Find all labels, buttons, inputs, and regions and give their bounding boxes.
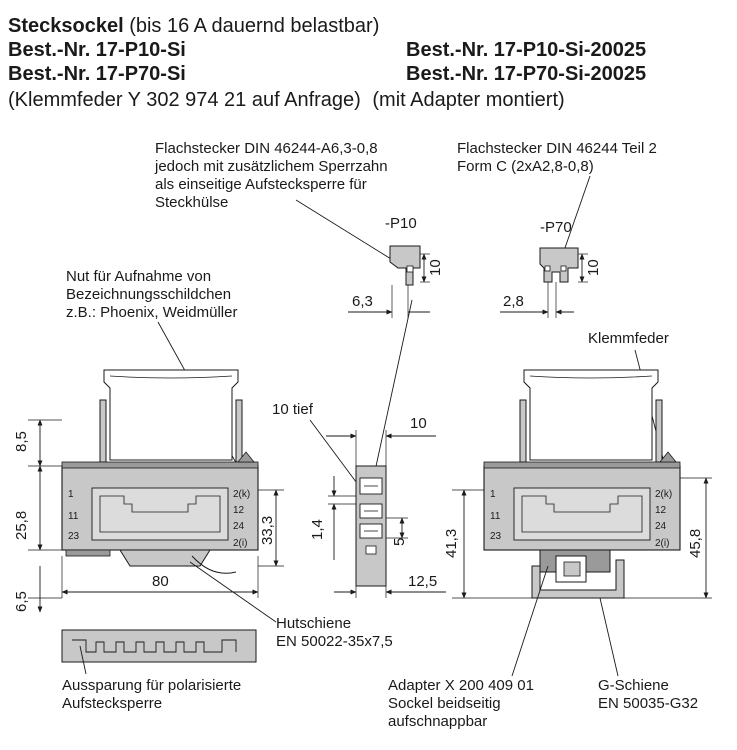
order-row-2: Best.-Nr. 17-P70-Si Best.-Nr. 17-P70-Si-… bbox=[8, 62, 646, 86]
dim-41-3: 41,3 bbox=[443, 529, 460, 558]
pin-p10-label: -P10 bbox=[385, 215, 417, 232]
dim-p70-width: 2,8 bbox=[503, 293, 524, 310]
callout-hat-rail: Hutschiene EN 50022-35x7,5 bbox=[276, 615, 393, 650]
dim-lines-left bbox=[28, 419, 284, 613]
header-note: (Klemmfeder Y 302 974 21 auf Anfrage) (m… bbox=[8, 88, 565, 112]
svg-text:Sockel beidseitig: Sockel beidseitig bbox=[388, 695, 501, 712]
dim-6-5: 6,5 bbox=[13, 591, 30, 612]
terminal-label: 1 bbox=[490, 489, 496, 500]
terminal-label: 11 bbox=[490, 511, 501, 522]
callout-slot: Nut für Aufnahme von Bezeichnungsschildc… bbox=[66, 268, 237, 321]
svg-text:Steckhülse: Steckhülse bbox=[155, 194, 228, 211]
order-number: Best.-Nr. 17-P70-Si-20025 bbox=[406, 63, 647, 85]
callout-adapter: Adapter X 200 409 01 Sockel beidseitig a… bbox=[388, 677, 534, 730]
terminal-label: 2(i) bbox=[233, 538, 247, 549]
terminal-label: 2(k) bbox=[655, 489, 672, 500]
dim-33-3: 33,3 bbox=[259, 516, 276, 545]
terminal-label: 2(i) bbox=[655, 538, 669, 549]
note-right: (mit Adapter montiert) bbox=[372, 89, 565, 111]
svg-text:als einseitige Aufstecksperre: als einseitige Aufstecksperre für bbox=[155, 176, 367, 193]
dim-p10-width: 6,3 bbox=[352, 293, 373, 310]
dim-8-5: 8,5 bbox=[13, 431, 30, 452]
order-number: Best.-Nr. 17-P70-Si bbox=[8, 63, 186, 85]
svg-text:EN 50022-35x7,5: EN 50022-35x7,5 bbox=[276, 633, 393, 650]
dim-5: 5 bbox=[391, 538, 408, 546]
callout-flat-p70: Flachstecker DIN 46244 Teil 2 Form C (2x… bbox=[457, 140, 657, 175]
svg-text:Bezeichnungsschildchen: Bezeichnungsschildchen bbox=[66, 286, 231, 303]
svg-text:Aussparung für polarisierte: Aussparung für polarisierte bbox=[62, 677, 241, 694]
callout-clamp-spring: Klemmfeder bbox=[588, 330, 669, 347]
title-bold: Stecksockel bbox=[8, 15, 124, 37]
dim-lines-right bbox=[452, 477, 712, 599]
pin-p70-label: -P70 bbox=[540, 219, 572, 236]
dim-10: 10 bbox=[410, 415, 427, 432]
callout-flat-p10: Flachstecker DIN 46244-A6,3-0,8 jedoch m… bbox=[154, 140, 388, 211]
svg-text:Flachstecker DIN 46244 Teil 2: Flachstecker DIN 46244 Teil 2 bbox=[457, 140, 657, 157]
svg-text:Nut für Aufnahme von: Nut für Aufnahme von bbox=[66, 268, 211, 285]
cutout-strip bbox=[61, 629, 257, 663]
socket-left: 1 11 23 2(k) 12 24 2(i) bbox=[61, 369, 259, 574]
svg-text:z.B.: Phoenix, Weidmüller: z.B.: Phoenix, Weidmüller bbox=[66, 304, 237, 321]
dim-lines-center bbox=[326, 430, 446, 598]
header-title: Stecksockel (bis 16 A dauernd belastbar) bbox=[8, 14, 379, 38]
dim-45-8: 45,8 bbox=[687, 529, 704, 558]
order-number: Best.-Nr. 17-P10-Si bbox=[8, 39, 186, 61]
dim-p10-height: 10 bbox=[427, 259, 444, 276]
socket-right: 1 11 23 2(k) 12 24 2(i) bbox=[483, 369, 681, 599]
dim-12-5: 12,5 bbox=[408, 573, 437, 590]
leader-line bbox=[511, 565, 549, 677]
terminal-label: 23 bbox=[68, 531, 80, 542]
terminal-label: 24 bbox=[655, 521, 667, 532]
svg-text:Aufstecksperre: Aufstecksperre bbox=[62, 695, 162, 712]
terminal-label: 11 bbox=[68, 511, 79, 522]
terminal-label: 23 bbox=[490, 531, 502, 542]
svg-text:jedoch mit zusätzlichem Sperrz: jedoch mit zusätzlichem Sperrzahn bbox=[154, 158, 388, 175]
svg-text:Hutschiene: Hutschiene bbox=[276, 615, 351, 632]
svg-text:Adapter X 200 409 01: Adapter X 200 409 01 bbox=[388, 677, 534, 694]
terminal-label: 2(k) bbox=[233, 489, 250, 500]
dim-p70-height: 10 bbox=[585, 259, 602, 276]
note-left: (Klemmfeder Y 302 974 21 auf Anfrage) bbox=[8, 89, 361, 111]
order-number: Best.-Nr. 17-P10-Si-20025 bbox=[406, 39, 647, 61]
terminal-label: 24 bbox=[233, 521, 245, 532]
svg-text:Form C (2xA2,8-0,8): Form C (2xA2,8-0,8) bbox=[457, 158, 594, 175]
title-rest: (bis 16 A dauernd belastbar) bbox=[123, 15, 380, 37]
svg-text:EN 50035-G32: EN 50035-G32 bbox=[598, 695, 698, 712]
dim-80: 80 bbox=[152, 573, 169, 590]
terminal-label: 1 bbox=[68, 489, 74, 500]
order-row-1: Best.-Nr. 17-P10-Si Best.-Nr. 17-P10-Si-… bbox=[8, 38, 646, 62]
terminal-label: 12 bbox=[233, 505, 245, 516]
socket-front-detail bbox=[355, 465, 387, 587]
leader-line bbox=[79, 645, 87, 675]
leader-line bbox=[189, 561, 277, 623]
callout-g-rail: G-Schiene EN 50035-G32 bbox=[598, 677, 698, 712]
dim-25-8: 25,8 bbox=[13, 511, 30, 540]
svg-text:Flachstecker DIN 46244-A6,3-0,: Flachstecker DIN 46244-A6,3-0,8 bbox=[155, 140, 378, 157]
callout-cutout: Aussparung für polarisierte Aufstecksper… bbox=[62, 677, 241, 712]
pin-p10: -P10 10 6,3 bbox=[348, 215, 444, 318]
dim-1-4: 1,4 bbox=[309, 519, 326, 540]
leader-line bbox=[599, 597, 619, 677]
pin-p70: -P70 10 2,8 bbox=[500, 219, 602, 318]
svg-text:aufschnappbar: aufschnappbar bbox=[388, 713, 487, 730]
callout-depth: 10 tief bbox=[272, 401, 314, 418]
terminal-label: 12 bbox=[655, 505, 667, 516]
svg-text:G-Schiene: G-Schiene bbox=[598, 677, 669, 694]
